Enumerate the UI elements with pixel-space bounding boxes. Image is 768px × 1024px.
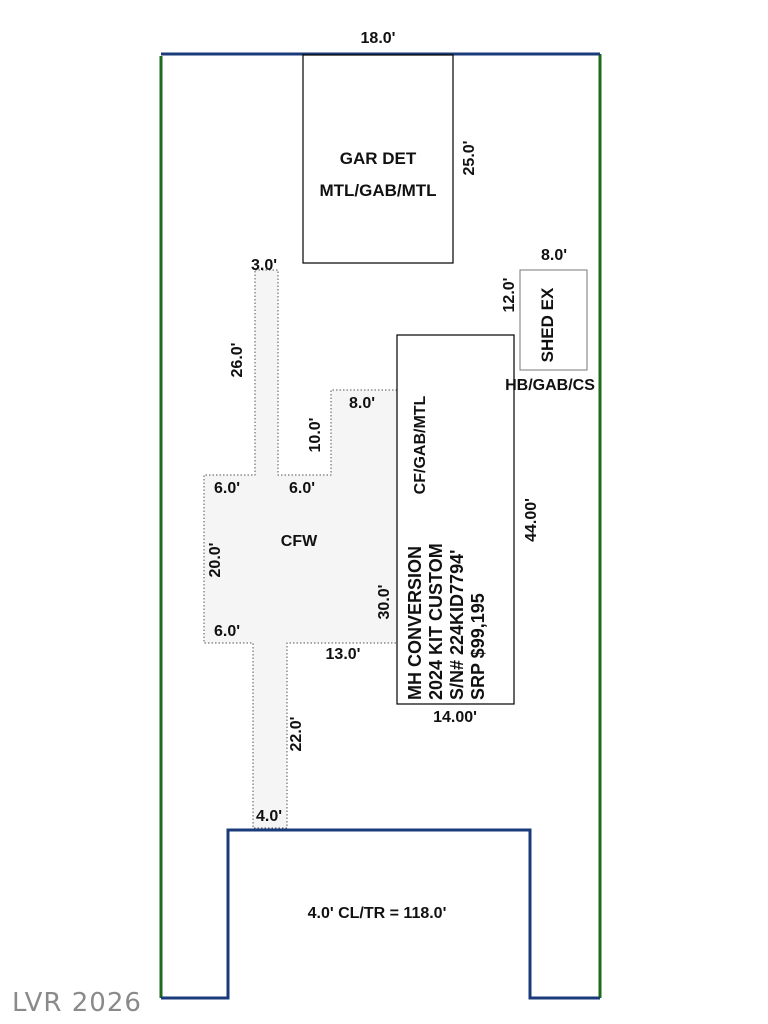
home-line-4: SRP $99,195 [468,593,488,700]
shed-construction-label: HB/GAB/CS [505,377,595,394]
home-line-1: MH CONVERSION [405,546,425,700]
lot-top-width-label: 18.0' [361,30,396,47]
detached-garage [302,54,454,264]
walkway-dim-upper-left: 26.0' [229,343,246,378]
home-construction-label: CF/GAB/MTL [412,395,429,494]
walkway-dim-step-width: 8.0' [349,395,375,412]
walkway-name-label: CFW [281,533,318,550]
manufactured-home [396,334,515,705]
shed-depth-label: 12.0' [501,278,518,313]
watermark: LVR 2026 [12,988,142,1018]
walkway-dim-left-side: 20.0' [207,543,224,578]
concrete-walkway [203,269,398,829]
walkway-dim-top: 3.0' [251,257,277,274]
garage-depth-label: 25.0' [461,141,478,176]
walkway-dim-lower-leg: 22.0' [288,717,305,752]
walkway-dim-step-height: 10.0' [307,418,324,453]
shed [519,269,588,371]
home-width-label: 14.00' [433,709,477,726]
walkway-dim-bottom: 4.0' [256,808,282,825]
walkway-dim-bottom-right: 13.0' [326,646,361,663]
garage-construction-label: MTL/GAB/MTL [319,181,436,200]
walkway-dim-right-side: 30.0' [376,585,393,620]
walkway-dim-ledge-right: 6.0' [289,480,315,497]
garage-name-label: GAR DET [340,149,417,168]
walkway-dim-ledge-left: 6.0' [214,480,240,497]
shed-width-label: 8.0' [541,247,567,264]
street-frontage-label: 4.0' CL/TR = 118.0' [308,905,447,922]
home-line-3: S/N# 224KID7794' [447,550,467,700]
walkway-dim-lower-ledge: 6.0' [214,623,240,640]
home-length-label: 44.00' [523,498,540,542]
home-line-2: 2024 KIT CUSTOM [426,543,446,700]
street-frontage-boundary [161,828,600,1000]
shed-name-label: SHED EX [538,287,557,362]
